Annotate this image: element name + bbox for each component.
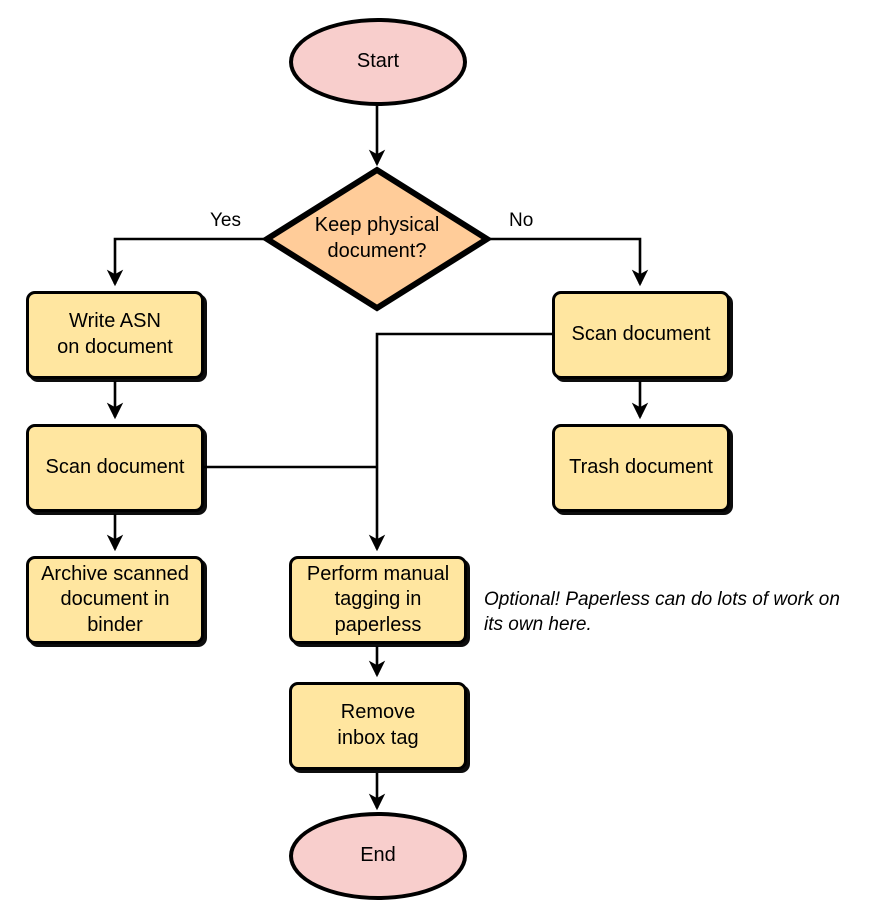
edge-decision-to-writeasn — [106, 237, 265, 287]
node-tagging-label: Perform manual tagging in paperless — [306, 562, 450, 636]
node-archive-scanned-document-in-binder[interactable]: Archive scanned document in binder — [26, 556, 204, 644]
node-perform-manual-tagging-in-paperless[interactable]: Perform manual tagging in paperless — [289, 556, 467, 644]
node-start-label: Start — [356, 50, 400, 73]
edge-decision-to-scanright — [489, 237, 649, 287]
node-decision-label: Keep physical document? — [314, 214, 440, 262]
edge-label-no: No — [509, 210, 534, 231]
node-write-asn-on-document[interactable]: Write ASN on document — [26, 291, 204, 379]
node-write-asn-label: Write ASN on document — [57, 310, 173, 358]
node-scan-document-left-label: Scan document — [45, 456, 185, 479]
node-trash-document[interactable]: Trash document — [552, 424, 730, 512]
node-remove-inbox-tag-label: Remove inbox tag — [337, 701, 419, 749]
edge-scanright-to-tagging — [368, 332, 552, 552]
edge-label-yes: Yes — [210, 210, 241, 231]
node-end[interactable]: End — [289, 812, 467, 900]
node-decision-keep-physical-document[interactable]: Keep physical document? — [263, 166, 491, 312]
node-archive-label: Archive scanned document in binder — [41, 562, 189, 636]
node-scan-document-right-label: Scan document — [571, 323, 711, 346]
node-end-label: End — [360, 844, 396, 867]
node-remove-inbox-tag[interactable]: Remove inbox tag — [289, 682, 467, 770]
node-scan-document-left[interactable]: Scan document — [26, 424, 204, 512]
node-scan-document-right[interactable]: Scan document — [552, 291, 730, 379]
diamond-shape — [263, 166, 491, 312]
node-start[interactable]: Start — [289, 18, 467, 106]
annotation-optional-note: Optional! Paperless can do lots of work … — [484, 589, 840, 635]
node-trash-document-label: Trash document — [569, 456, 713, 479]
